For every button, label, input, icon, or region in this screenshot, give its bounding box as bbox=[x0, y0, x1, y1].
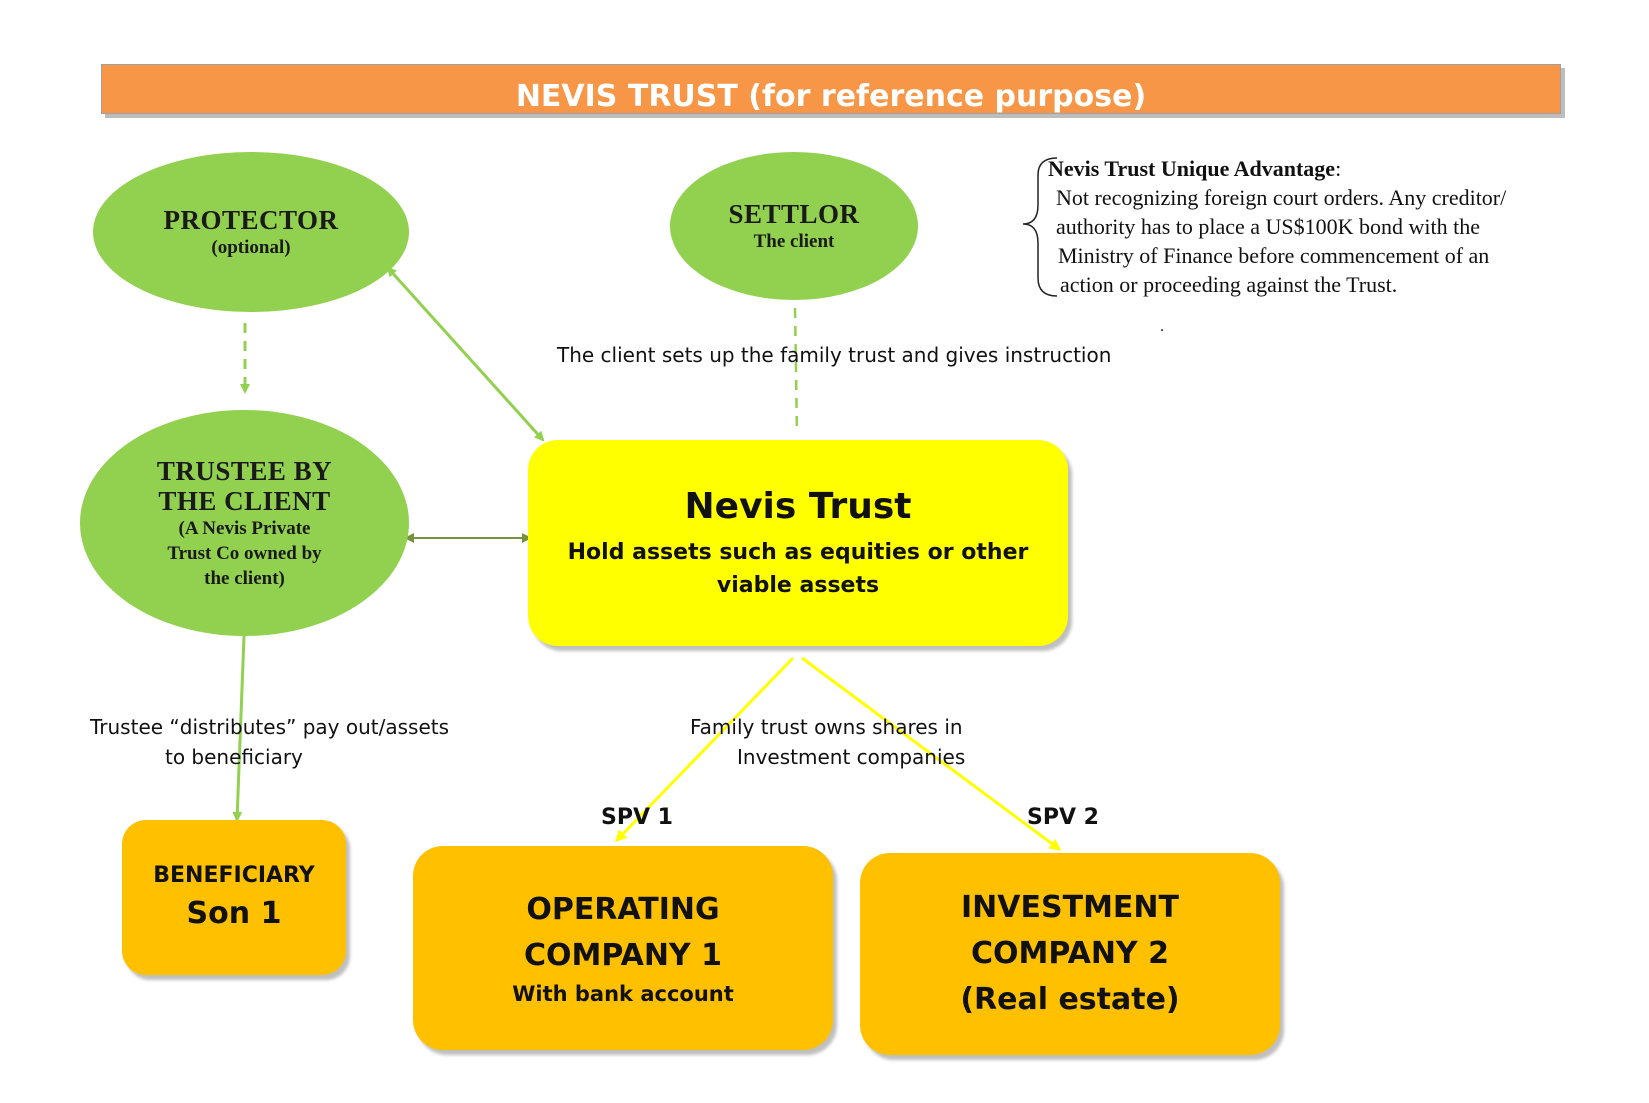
settlor-title: SETTLOR bbox=[728, 198, 860, 229]
investment-line3: (Real estate) bbox=[960, 982, 1180, 1017]
protector-node: PROTECTOR (optional) bbox=[93, 152, 409, 312]
protector-trust-arrow bbox=[386, 266, 545, 442]
nevis-trust-sub-line2: viable assets bbox=[716, 573, 880, 598]
operating-company-node: OPERATING COMPANY 1 With bank account bbox=[413, 846, 833, 1050]
trustee-sub-line2: Trust Co owned by bbox=[167, 542, 322, 564]
trustee-node: TRUSTEE BY THE CLIENT (A Nevis Private T… bbox=[80, 410, 409, 636]
nevis-trust-title: Nevis Trust bbox=[684, 486, 912, 527]
trustee-title-line1: TRUSTEE BY bbox=[156, 455, 333, 486]
beneficiary-node: BENEFICIARY Son 1 bbox=[122, 820, 346, 975]
trust-investment-arrow bbox=[801, 656, 1062, 851]
beneficiary-title: BENEFICIARY bbox=[153, 862, 315, 888]
spv1-label: SPV 1 bbox=[601, 805, 673, 830]
settlor-trust-connector bbox=[793, 307, 799, 435]
settlor-instruction-label: The client sets up the family trust and … bbox=[557, 343, 1112, 367]
protector-subtitle: (optional) bbox=[211, 236, 291, 258]
protector-title: PROTECTOR bbox=[163, 204, 339, 235]
note-brace bbox=[1022, 157, 1058, 297]
settlor-subtitle: The client bbox=[753, 230, 835, 252]
investment-line2: COMPANY 2 bbox=[971, 936, 1169, 971]
advantage-line-3: Ministry of Finance before commencement … bbox=[1058, 243, 1490, 268]
advantage-heading-line: Nevis Trust Unique Advantage: bbox=[1048, 154, 1608, 183]
family-trust-label-line2: Investment companies bbox=[737, 745, 966, 769]
banner-title: NEVIS TRUST (for reference purpose) bbox=[515, 79, 1147, 114]
trustee-distribution-label-line1: Trustee “distributes” pay out/assets bbox=[90, 715, 450, 739]
trust-operating-arrow bbox=[614, 656, 795, 843]
trustee-sub-line3: the client) bbox=[204, 567, 285, 589]
advantage-trailing-mark: . bbox=[1160, 318, 1164, 335]
title-banner: NEVIS TRUST (for reference purpose) bbox=[101, 64, 1561, 114]
investment-line1: INVESTMENT bbox=[961, 890, 1179, 925]
advantage-line-4: action or proceeding against the Trust. bbox=[1060, 272, 1398, 297]
trustee-sub-line1: (A Nevis Private bbox=[178, 517, 311, 539]
operating-sub: With bank account bbox=[512, 982, 734, 1006]
advantage-line-1: Not recognizing foreign court orders. An… bbox=[1056, 185, 1507, 210]
nevis-trust-sub-line1: Hold assets such as equities or other bbox=[567, 540, 1029, 565]
settlor-node: SETTLOR The client bbox=[670, 152, 918, 300]
family-trust-label-line1: Family trust owns shares in bbox=[690, 715, 963, 739]
beneficiary-subtitle: Son 1 bbox=[186, 895, 282, 931]
advantage-note: Nevis Trust Unique Advantage: Not recogn… bbox=[1048, 154, 1608, 299]
advantage-line-2: authority has to place a US$100K bond wi… bbox=[1056, 214, 1481, 239]
nevis-trust-node: Nevis Trust Hold assets such as equities… bbox=[528, 440, 1068, 646]
investment-company-node: INVESTMENT COMPANY 2 (Real estate) bbox=[860, 853, 1280, 1055]
spv2-label: SPV 2 bbox=[1027, 805, 1099, 830]
advantage-heading-suffix: : bbox=[1335, 156, 1342, 181]
trustee-distribution-label-line2: to beneficiary bbox=[165, 745, 303, 769]
operating-line1: OPERATING bbox=[526, 892, 720, 927]
advantage-heading: Nevis Trust Unique Advantage bbox=[1048, 156, 1336, 181]
trustee-title-line2: THE CLIENT bbox=[158, 485, 331, 516]
operating-line2: COMPANY 1 bbox=[524, 938, 722, 973]
trustee-beneficiary-arrow bbox=[232, 635, 246, 822]
